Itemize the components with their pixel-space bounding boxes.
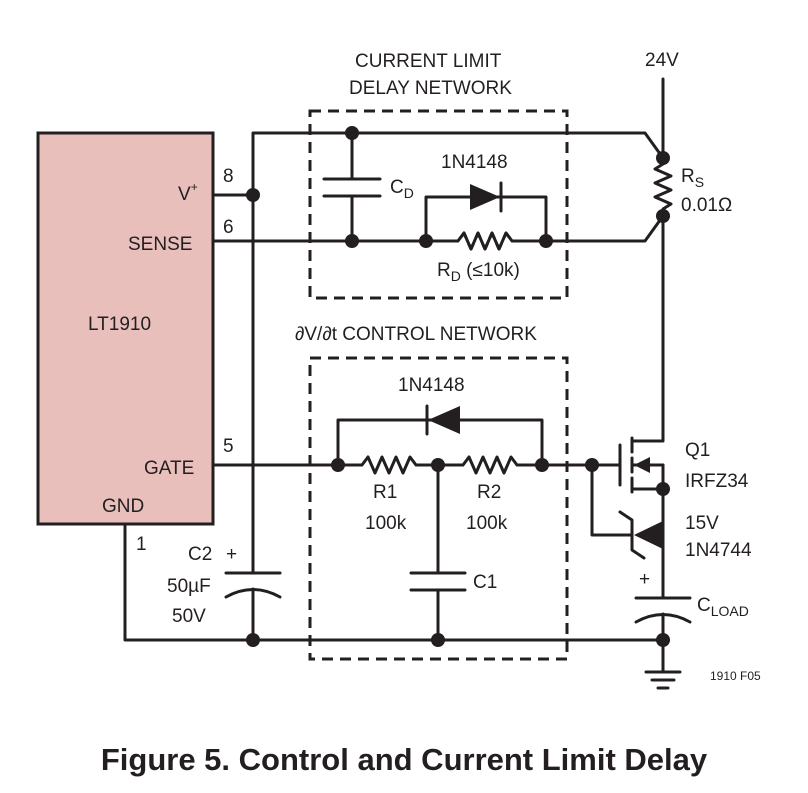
zener-bar [618,510,646,560]
current-limit-delay-network-box [308,109,569,300]
c2-voltage: 50V [172,606,206,627]
cload-label: CLOAD [697,595,749,619]
junction-dot [656,209,670,223]
cload-plus: + [639,569,650,590]
ic-name: LT1910 [88,314,151,335]
supply-voltage-label: 24V [645,50,679,71]
top-diode-loop-wire [424,195,548,243]
junction-dot [656,633,670,647]
junction-dot [345,126,359,140]
pin-vplus-label: V+ [178,180,198,205]
mid-diode-label: 1N4148 [398,375,465,396]
cd-label: CD [390,177,414,201]
drain-wire [630,214,665,453]
q1-part: IRFZ34 [685,471,749,492]
junction-dot [345,234,359,248]
figure-id: 1910 F05 [710,669,761,683]
rs-value: 0.01Ω [681,195,732,216]
dvdt-control-network-box [308,356,569,661]
sense-wire [211,214,665,243]
junction-dot [656,151,670,165]
r1-wire-gap [362,461,416,469]
junction-dot [656,482,670,496]
ground-bus-wire [123,522,665,642]
mid-diode-icon [428,406,460,434]
c2-label: C2 [188,544,212,565]
r2-value: 100k [466,513,508,534]
q1-arrow-icon [634,457,650,473]
c1-label: C1 [473,572,497,593]
pin-vplus-number: 8 [223,166,234,187]
junction-dot [331,458,345,472]
top-diode-icon [470,184,500,210]
junction-dot [585,458,599,472]
pin-gate-label: GATE [144,458,194,479]
zener-diode-icon [634,521,663,549]
rs-resistor [653,156,673,218]
junction-dot [431,458,445,472]
r1-resistor [360,455,418,475]
pin-gnd-label: GND [102,496,144,517]
rd-label: RD (≤10k) [437,260,520,284]
junction-dot [431,633,445,647]
zener-voltage: 15V [685,513,719,534]
vplus-wire [211,131,665,197]
c2-value: 50µF [167,576,211,597]
pin-sense-label: SENSE [128,234,192,255]
rs-label: RS [681,166,704,190]
pin-gate-number: 5 [223,436,234,457]
top-network-label-line2: DELAY NETWORK [349,78,512,99]
c2-plus: + [226,544,237,565]
top-diode-label: 1N4148 [441,152,508,173]
figure-caption: Figure 5. Control and Current Limit Dela… [101,742,708,777]
r1-label: R1 [373,482,397,503]
rd-resistor-zigzag [456,231,514,251]
r2-label: R2 [477,482,501,503]
r2-resistor [461,455,519,475]
pin-gnd-number: 1 [136,534,147,555]
q1-name: Q1 [685,440,710,461]
pin-sense-number: 6 [223,217,234,238]
zener-part: 1N4744 [685,540,752,561]
rd-wire-gap [458,238,512,244]
junction-dot [535,458,549,472]
middle-network-label: ∂V/∂t CONTROL NETWORK [295,324,537,345]
r2-wire-gap [463,461,517,469]
top-network-label-line1: CURRENT LIMIT [355,51,502,72]
junction-dot [539,234,553,248]
lt1910-ic-body [36,131,215,526]
junction-dot [419,234,433,248]
junction-dot [246,633,260,647]
junction-dot [246,188,260,202]
zener-wire [590,463,634,537]
r1-value: 100k [365,513,407,534]
